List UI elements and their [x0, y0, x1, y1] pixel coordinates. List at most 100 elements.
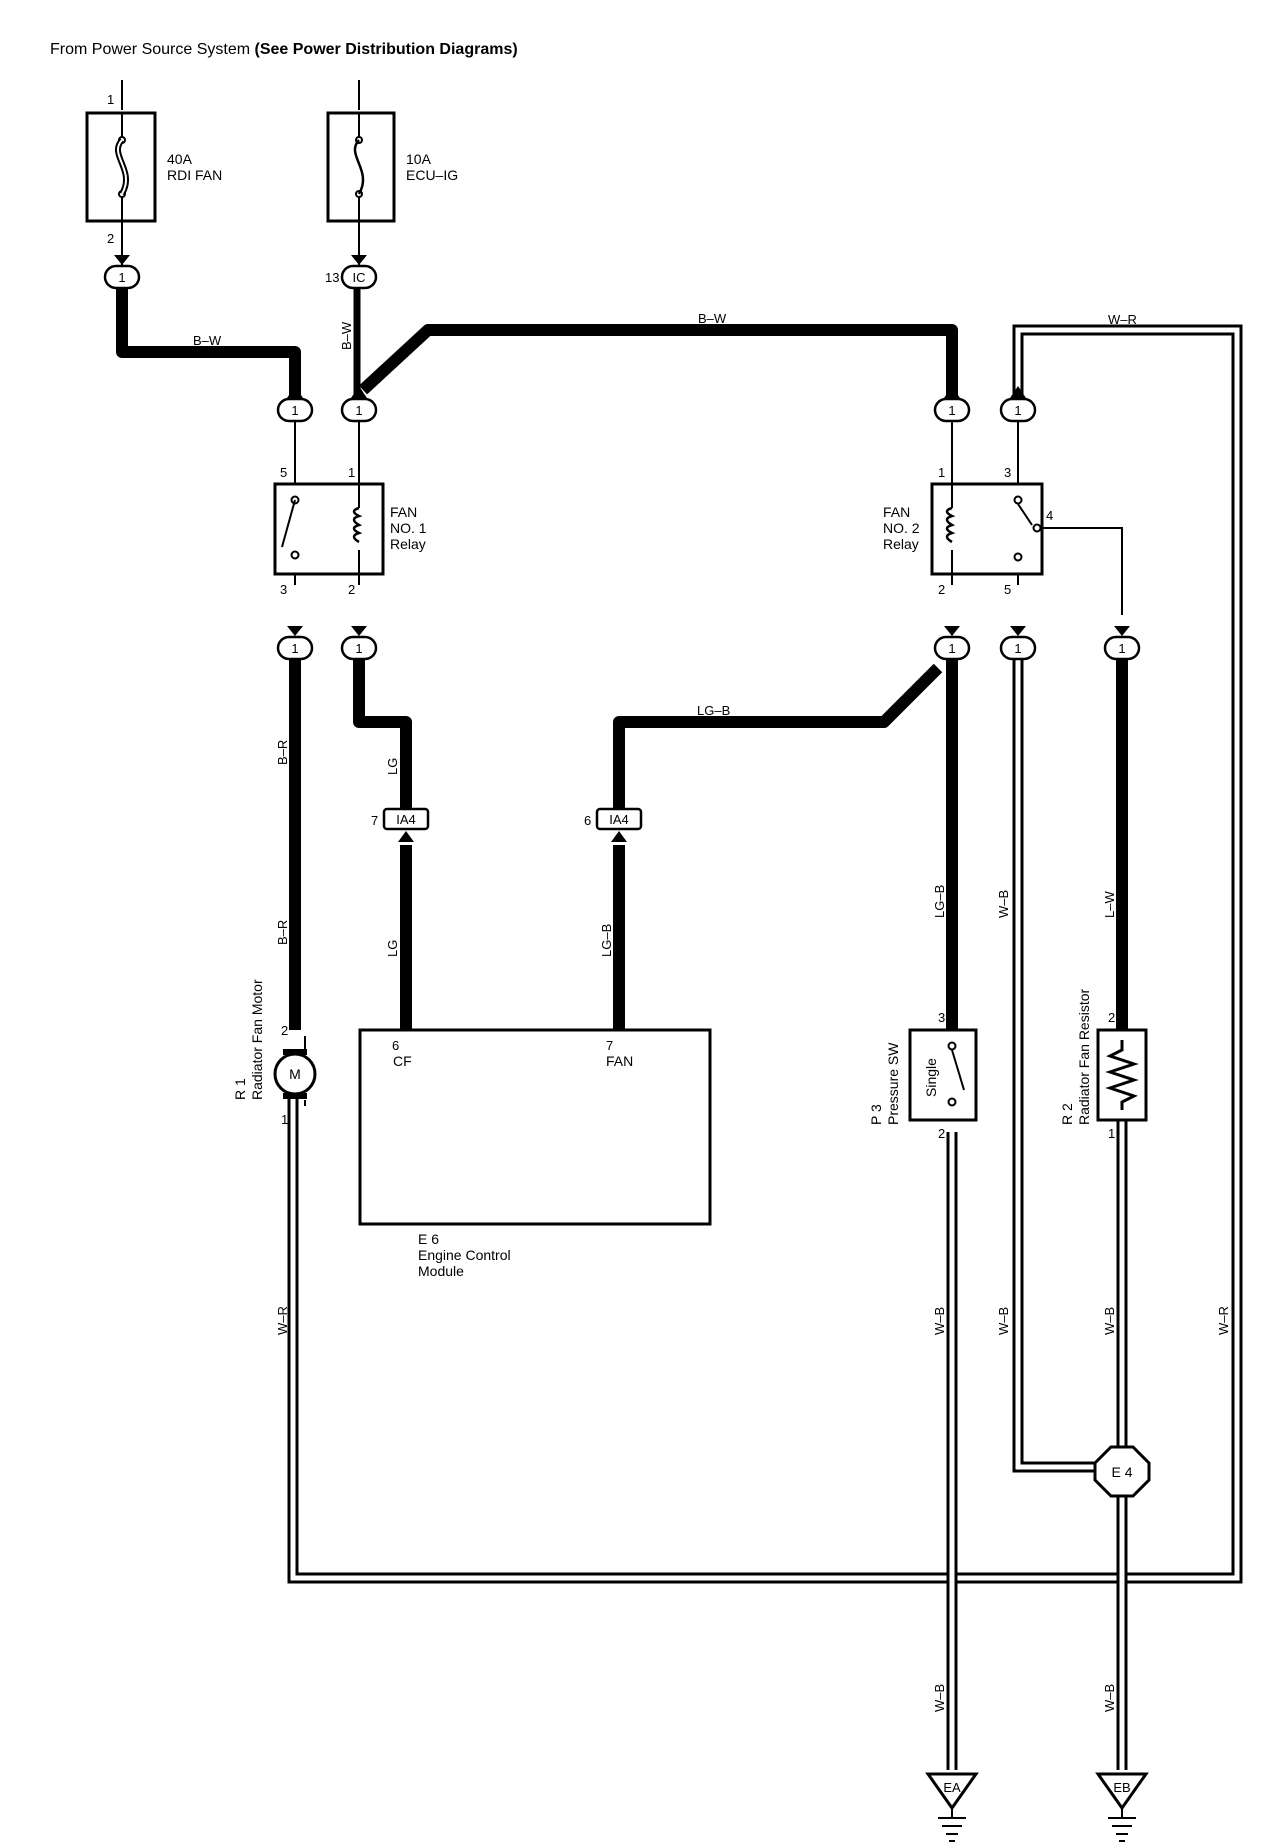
radiator-fan-motor: M 2 1 R 1 Radiator Fan Motor	[232, 979, 317, 1127]
wire-label-b-w-3: B–W	[698, 311, 727, 326]
wire-label-w-b-3: W–B	[996, 1307, 1011, 1335]
fan-no1-relay-line2: NO. 1	[390, 520, 427, 536]
wire-label-w-b-6: W–B	[1102, 1684, 1117, 1712]
wire-label-w-b-2: W–B	[932, 1307, 947, 1335]
fan-no2-relay-line1: FAN	[883, 504, 910, 520]
connector-arrow-icon	[351, 626, 367, 636]
engine-control-module: 6 CF 7 FAN E 6 Engine Control Module	[358, 1028, 712, 1279]
motor-name: Radiator Fan Motor	[249, 979, 265, 1100]
motor-symbol: M	[289, 1066, 301, 1082]
wire-label-w-r-2: W–R	[275, 1306, 290, 1335]
connector-relay2-pin1: 1	[933, 386, 971, 423]
ground-junction-e4: E 4	[1093, 1445, 1151, 1498]
wire-label-w-r-top: W–R	[1108, 312, 1137, 327]
pressure-sw-id: P 3	[868, 1104, 884, 1125]
ia4-right-arrow-icon	[611, 831, 627, 842]
connector-label: 1	[1118, 641, 1125, 656]
resistor-pin-bottom: 1	[1108, 1126, 1115, 1141]
eb-label: EB	[1113, 1780, 1130, 1795]
wire-label-w-r-3: W–R	[1216, 1306, 1231, 1335]
connector-label: 1	[355, 641, 362, 656]
wire-label-b-w-2: B–W	[339, 321, 354, 350]
motor-pin-bottom: 1	[281, 1112, 288, 1127]
pressure-switch: Single 3 2 P 3 Pressure SW	[868, 1010, 978, 1141]
ia4-left-pin: 7	[371, 813, 378, 828]
ecm-label-fan: FAN	[606, 1053, 633, 1069]
connector-arrow-icon	[114, 255, 130, 265]
fuse-40a-name: RDI FAN	[167, 167, 222, 183]
ia4-right-pin: 6	[584, 813, 591, 828]
connector-arrow-icon	[1114, 626, 1130, 636]
wire-label-b-r-1: B–R	[275, 740, 290, 765]
resistor-pin-top: 2	[1108, 1010, 1115, 1025]
fuse-10a-name: ECU–IG	[406, 167, 458, 183]
connector-relay2-pin4: 1	[1103, 626, 1141, 661]
connector-relay2-pin5: 1	[999, 626, 1037, 661]
pressure-sw-mode: Single	[923, 1058, 939, 1097]
wire-w-b-relay2-to-e4	[1012, 655, 1104, 1473]
connector-ic: IC	[340, 255, 378, 290]
wire-label-lg-1: LG	[385, 758, 400, 775]
fan-no2-relay-line3: Relay	[883, 536, 919, 552]
fan-no1-relay: FAN NO. 1 Relay 5 1 3 2	[273, 465, 427, 597]
connector-label: 1	[118, 270, 125, 285]
wire-lg-b-ia4-to-relay2	[613, 663, 943, 818]
connector-label: 1	[1014, 403, 1021, 418]
connector-arrow-icon	[1010, 386, 1026, 398]
connector-label: 1	[355, 403, 362, 418]
wire-label-lg-b-1: LG–B	[697, 703, 730, 718]
resistor-id: R 2	[1059, 1103, 1075, 1125]
connector-badges: 1 IC 1 1 1 1 1 1 1 1 1	[103, 255, 1141, 842]
connector-40a-out: 1	[103, 255, 141, 290]
connector-arrow-icon	[944, 386, 960, 398]
ia4-connector-right: IA4 6	[584, 807, 643, 831]
ia4-connector-left: IA4 7	[371, 807, 430, 831]
connector-relay1-pin2: 1	[340, 626, 378, 661]
pressure-sw-pin-bottom: 2	[938, 1126, 945, 1141]
connector-label: 1	[291, 403, 298, 418]
wire-relay2-pin4	[1037, 527, 1123, 615]
connector-label: 1	[948, 641, 955, 656]
ia4-right-label: IA4	[609, 812, 629, 827]
fan-no1-relay-pin-5: 5	[280, 465, 287, 480]
connector-label: 1	[291, 641, 298, 656]
connector-relay1-pin3: 1	[276, 626, 314, 661]
wire-label-w-b-4: W–B	[1102, 1307, 1117, 1335]
ia4-left-arrow-icon	[398, 831, 414, 842]
radiator-fan-resistor: 2 1 R 2 Radiator Fan Resistor	[1059, 988, 1148, 1141]
fan-no2-relay-pin-4: 4	[1046, 508, 1053, 523]
fan-no2-relay-pin-5: 5	[1004, 582, 1011, 597]
fan-no2-relay: FAN NO. 2 Relay 1 3 4 2 5	[883, 465, 1053, 597]
ground-eb: EB	[1095, 1772, 1149, 1842]
header-text: From Power Source System (See Power Dist…	[50, 41, 518, 58]
fan-no1-relay-pin-3: 3	[280, 582, 287, 597]
ia4-left-label: IA4	[396, 812, 416, 827]
ecm-pin-cf: 6	[392, 1038, 399, 1053]
fuse-40a-pin-top: 1	[107, 92, 114, 107]
wire-label-lg-b-2: LG–B	[599, 924, 614, 957]
connector-relay2-pin3: 1	[999, 386, 1037, 423]
connector-label: 1	[948, 403, 955, 418]
ic-connector-pin: 13	[325, 270, 339, 285]
resistor-name: Radiator Fan Resistor	[1076, 988, 1092, 1125]
pressure-sw-name: Pressure SW	[885, 1042, 901, 1125]
wire-b-w-40a-to-relay1	[116, 288, 301, 400]
wire-label-l-w: L–W	[1102, 891, 1117, 918]
fan-no2-relay-pin-2: 2	[938, 582, 945, 597]
fan-no1-relay-line1: FAN	[390, 504, 417, 520]
fuse-40a: 40A RDI FAN 1 2	[85, 92, 222, 246]
ecm-id: E 6	[418, 1231, 439, 1247]
connector-arrow-icon	[287, 386, 303, 398]
fan-no1-relay-line3: Relay	[390, 536, 426, 552]
wire-lg-relay1-to-ia4	[353, 655, 412, 818]
ecm-name-line2: Module	[418, 1263, 464, 1279]
connector-label: 1	[1014, 641, 1021, 656]
fan-no2-relay-pin-1: 1	[938, 465, 945, 480]
wire-w-r-relay2-loop	[287, 324, 1243, 1584]
wire-label-w-b-1: W–B	[996, 890, 1011, 918]
fuse-10a-rating: 10A	[406, 151, 432, 167]
connector-arrow-icon	[287, 626, 303, 636]
wire-label-w-b-5: W–B	[932, 1684, 947, 1712]
